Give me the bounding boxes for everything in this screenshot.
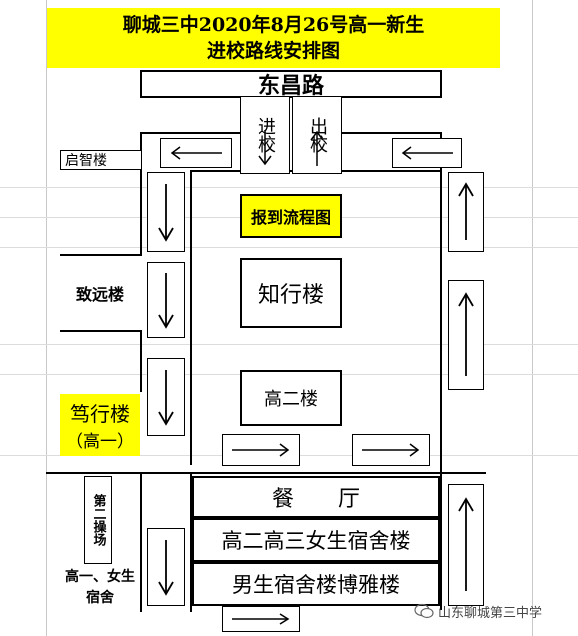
- wall: [140, 330, 142, 392]
- wall: [60, 254, 142, 256]
- title-line-2: 进校路线安排图: [206, 40, 340, 62]
- wall: [440, 132, 442, 610]
- arrow-down-icon: [158, 540, 174, 596]
- arrow-up-icon: [310, 130, 324, 166]
- grid-line: [532, 0, 533, 636]
- title-banner: 聊城三中2020年8月26号高一新生 进校路线安排图: [47, 8, 500, 68]
- wall: [46, 472, 486, 474]
- building-duxing: 笃行楼 （高一）: [60, 394, 140, 456]
- arrow-left-icon: [401, 146, 453, 160]
- arrow-up-icon: [458, 497, 474, 591]
- dorm-grade1-label: 高一、女生宿舍: [65, 569, 135, 606]
- road-dongchang: 东昌路: [140, 70, 442, 99]
- grid-line: [0, 344, 578, 345]
- building-qizhi-label: 启智楼: [65, 153, 107, 169]
- building-canting: 餐 厅: [192, 476, 440, 518]
- building-baodao: 报到流程图: [240, 194, 342, 238]
- arrow-right-icon: [232, 443, 290, 457]
- building-canting-label: 餐 厅: [271, 487, 360, 512]
- arrow-down-icon: [158, 184, 174, 242]
- arrow-right-box: [222, 434, 300, 466]
- arrow-up-box: [448, 172, 484, 252]
- building-zhiyuan-label: 致远楼: [75, 285, 124, 304]
- dorm-grade1: 高一、女生宿舍: [60, 566, 140, 606]
- arrow-left-box: [160, 138, 232, 168]
- wall: [140, 132, 240, 134]
- arrow-right-box: [352, 434, 430, 466]
- arrow-up-box: [448, 484, 484, 606]
- arrow-down-icon: [158, 273, 174, 329]
- arrow-down-box: [147, 172, 185, 252]
- arrow-up-icon: [458, 182, 474, 240]
- watermark: 山东聊城第三中学: [414, 600, 576, 622]
- arrow-up-box: [448, 280, 484, 390]
- building-gaoer: 高二楼: [240, 370, 342, 426]
- wechat-icon: [414, 603, 434, 619]
- building-dorm-boys-label: 男生宿舍楼博雅楼: [232, 573, 400, 597]
- wall: [190, 472, 192, 612]
- arrow-down-icon: [158, 370, 174, 426]
- road-label: 东昌路: [257, 73, 324, 99]
- arrow-up-icon: [458, 292, 474, 376]
- wall: [190, 170, 192, 465]
- building-baodao-label: 报到流程图: [250, 208, 331, 227]
- playground-label: 第二操场: [90, 494, 106, 546]
- building-zhixing-label: 知行楼: [257, 283, 324, 308]
- building-dorm-girls-label: 高二高三女生宿舍楼: [221, 529, 411, 553]
- building-dorm-boys: 男生宿舍楼博雅楼: [192, 562, 440, 606]
- arrow-down-box: [147, 358, 185, 436]
- grid-line: [46, 0, 47, 636]
- building-duxing-note: （高一）: [66, 432, 134, 452]
- arrow-down-icon: [258, 130, 272, 166]
- wall: [60, 330, 142, 332]
- arrow-left-icon: [170, 146, 222, 160]
- arrow-down-box: [147, 528, 185, 606]
- grid-line: [0, 187, 578, 188]
- arrow-left-box: [392, 138, 462, 168]
- building-duxing-label: 笃行楼: [70, 402, 130, 426]
- building-qizhi: 启智楼: [60, 150, 142, 170]
- building-gaoer-label: 高二楼: [264, 389, 318, 410]
- title-line-1: 聊城三中2020年8月26号高一新生: [122, 14, 425, 36]
- arrow-right-box: [222, 606, 300, 632]
- building-zhixing: 知行楼: [240, 258, 342, 328]
- grid-line: [0, 247, 578, 248]
- wall: [140, 132, 142, 254]
- watermark-text: 山东聊城第三中学: [438, 605, 543, 621]
- arrow-right-icon: [362, 443, 420, 457]
- building-dorm-girls: 高二高三女生宿舍楼: [192, 518, 440, 562]
- arrow-down-box: [147, 262, 185, 338]
- arrow-right-icon: [232, 613, 290, 625]
- wall: [342, 132, 442, 134]
- wall: [140, 472, 142, 612]
- building-zhiyuan: 致远楼: [60, 256, 140, 330]
- playground-2: 第二操场: [84, 476, 112, 564]
